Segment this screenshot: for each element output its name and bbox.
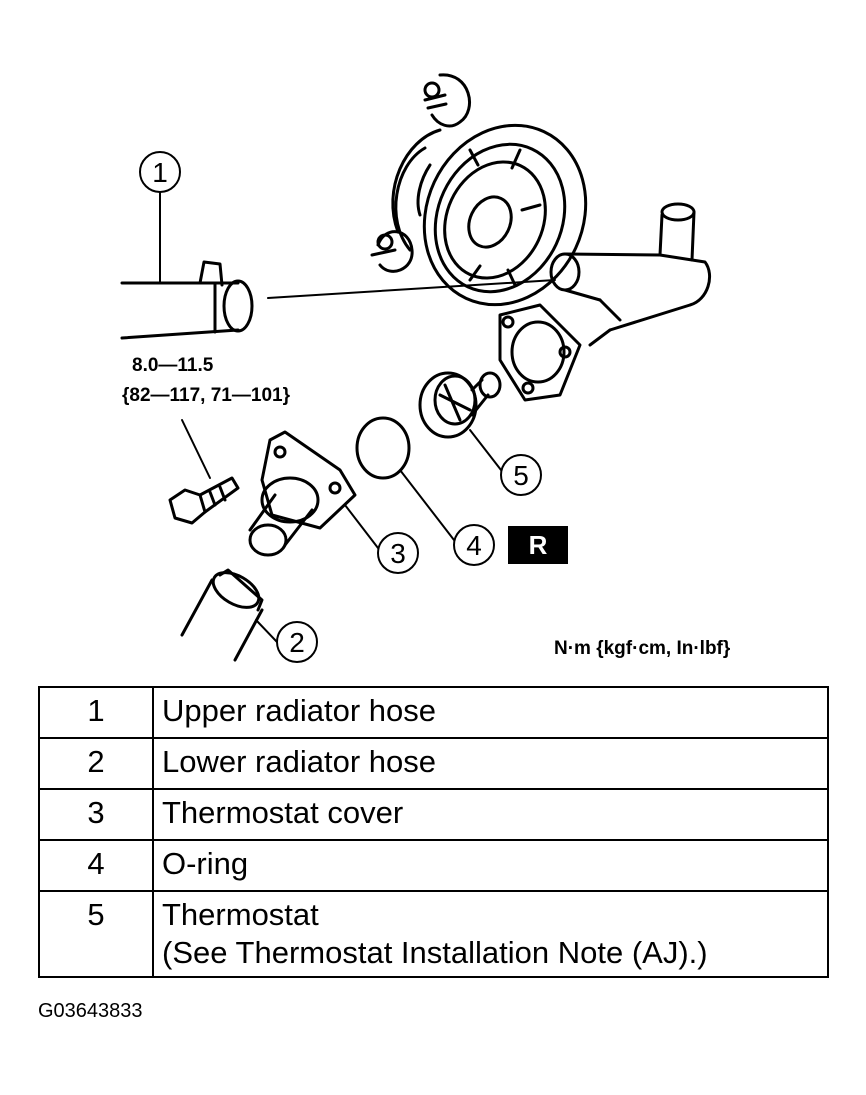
figure-code: G03643833	[38, 1000, 143, 1022]
part-number: 2	[38, 737, 154, 790]
callout-2-label: 2	[289, 627, 305, 658]
lower-radiator-hose	[180, 568, 264, 662]
part-name: Lower radiator hose	[152, 737, 829, 790]
replace-badge-box	[508, 526, 568, 564]
part-name: O-ring	[152, 839, 829, 892]
torque-units: N·m {kgf·cm, In·lbf}	[554, 638, 731, 659]
water-pump-pulley	[391, 123, 588, 307]
water-outlet-pipe	[549, 202, 711, 347]
table-row: 2 Lower radiator hose	[38, 737, 829, 790]
torque-spec-line-2: {82—117, 71—101}	[122, 385, 290, 406]
parts-table: 1 Upper radiator hose 2 Lower radiator h…	[38, 686, 829, 978]
part-number: 1	[38, 686, 154, 739]
thermostat-cover-part	[248, 430, 357, 557]
thermostat-part	[418, 371, 502, 439]
table-row: 5 Thermostat (See Thermostat Installatio…	[38, 890, 829, 978]
table-row: 1 Upper radiator hose	[38, 686, 829, 739]
callout-3-circle	[377, 532, 419, 574]
part-note: (See Thermostat Installation Note (AJ).)	[162, 935, 708, 970]
callout-4-label: 4	[466, 530, 482, 561]
part-number: 5	[38, 890, 154, 978]
o-ring-part	[355, 416, 411, 480]
part-number: 4	[38, 839, 154, 892]
callout-4-circle	[453, 524, 495, 566]
callout-3-label: 3	[390, 538, 406, 569]
bolt-part	[168, 476, 240, 525]
mounting-stud-upper	[423, 73, 471, 128]
part-number: 3	[38, 788, 154, 841]
mounting-stud-lower	[370, 230, 414, 273]
exploded-view-diagram: 1 2 3 4 5 R	[120, 73, 711, 663]
part-name: Thermostat cover	[152, 788, 829, 841]
torque-spec-line-1: 8.0—11.5	[132, 355, 214, 376]
part-name: Upper radiator hose	[152, 686, 829, 739]
callout-5-circle	[500, 454, 542, 496]
callout-5-label: 5	[513, 460, 529, 491]
part-name: Thermostat	[162, 897, 319, 932]
upper-radiator-hose	[120, 260, 556, 340]
thermostat-housing-flange	[498, 303, 582, 402]
table-row: 4 O-ring	[38, 839, 829, 892]
callout-1-label: 1	[152, 157, 168, 188]
table-row: 3 Thermostat cover	[38, 788, 829, 841]
replace-badge-label: R	[529, 530, 548, 560]
part-name-with-note: Thermostat (See Thermostat Installation …	[152, 890, 829, 978]
